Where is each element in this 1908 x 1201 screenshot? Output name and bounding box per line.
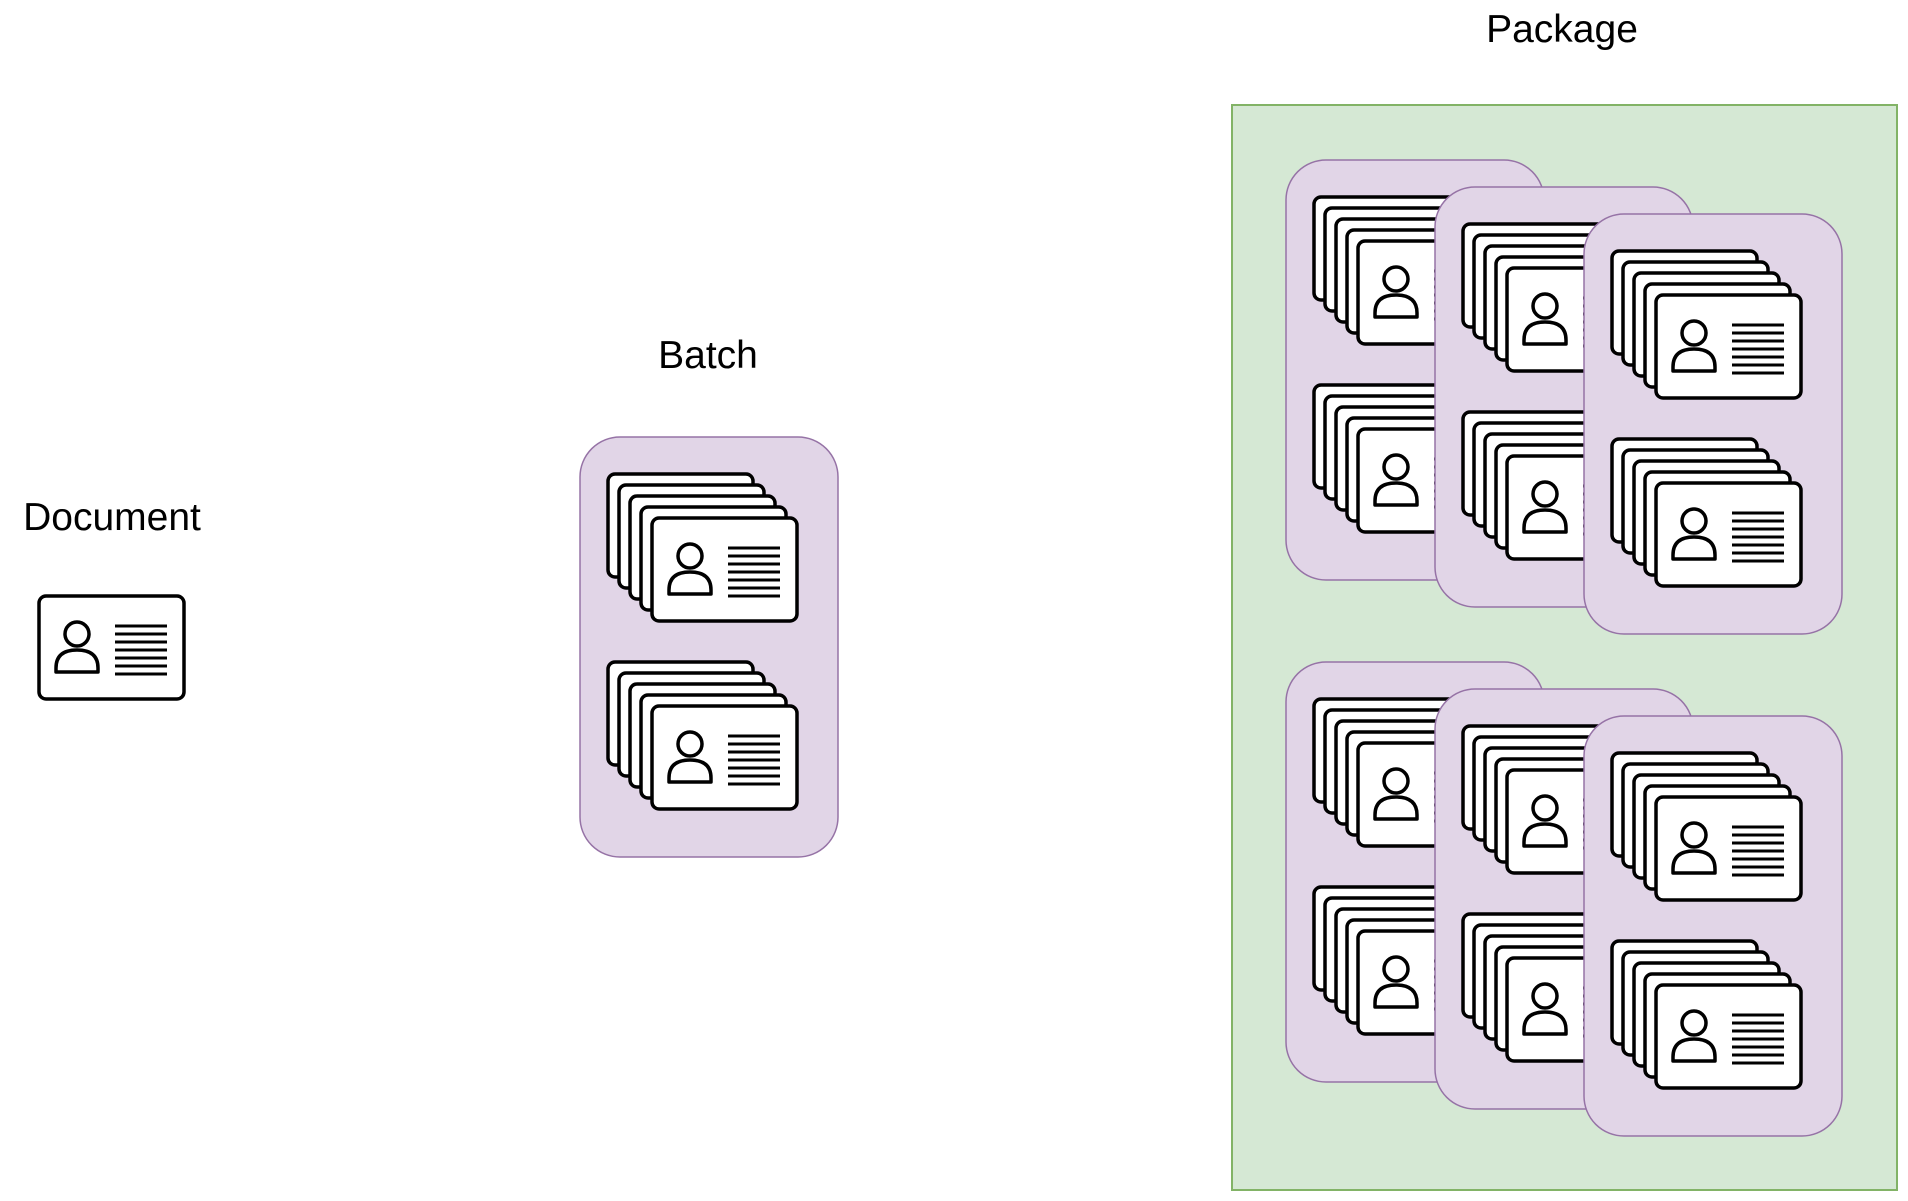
id-card-icon [650,704,799,811]
document-stack [1610,437,1803,588]
batch [579,436,839,858]
id-card-icon [1654,293,1803,400]
id-card-icon [37,594,186,701]
document-stack [1610,751,1803,902]
id-card-icon [1654,983,1803,1090]
package-batch [1285,661,1545,1083]
id-card-icon [650,516,799,623]
document-stack [606,660,799,811]
document-stack [1610,939,1803,1090]
package-label: Package [1486,8,1638,51]
id-card-icon [1654,795,1803,902]
package-batch [1583,213,1843,635]
batch-label: Batch [658,334,758,377]
document-stack [1610,249,1803,400]
document-label: Document [23,496,201,539]
document-stack [1312,383,1505,534]
document-stack [606,472,799,623]
package [1231,104,1898,1191]
package-batch [1583,715,1843,1137]
id-card-icon [1654,481,1803,588]
document-stack [1312,885,1505,1036]
